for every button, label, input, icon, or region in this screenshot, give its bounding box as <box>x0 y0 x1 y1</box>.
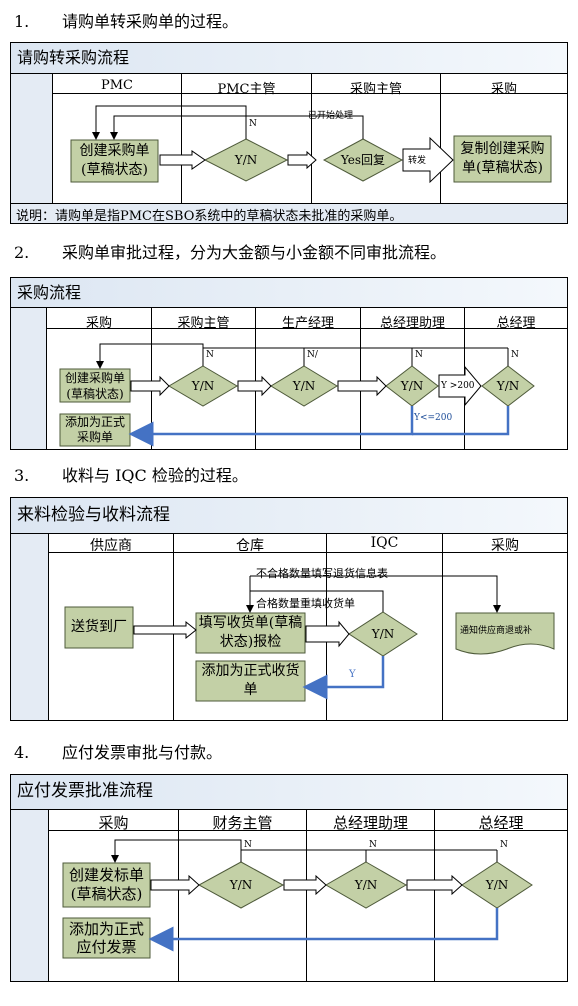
box-create-po: 创建采购单(草稿状态) <box>79 143 150 178</box>
doc-notify-supplier: 通知供应商退或补 <box>460 626 533 636</box>
loop-label-reject: 不合格数量填写退货信息表 <box>256 567 388 580</box>
n-label-1: N <box>244 840 252 850</box>
n-label-1: N <box>206 350 214 360</box>
decision-pmc: Y/N <box>234 153 258 167</box>
diagram-4-shapes <box>10 774 568 982</box>
lane-finance-supervisor: 财务主管 <box>212 814 273 832</box>
lane-general-manager: 总经理 <box>496 316 536 331</box>
lane-gm-assistant: 总经理助理 <box>379 316 445 331</box>
lane-purchase-supervisor: 采购主管 <box>177 316 230 331</box>
loop-label-started: 已开始处理 <box>308 111 354 121</box>
lane-pmc-supervisor: PMC主管 <box>217 82 276 97</box>
n-label-2: N/ <box>307 350 318 360</box>
label-under-200: Y<=200 <box>414 413 453 423</box>
diagram-3-shapes <box>10 497 568 721</box>
decision-general-manager: Y/N <box>485 878 509 892</box>
flow-diagram-1: 请购转采购流程 PMC PMC主管 采购主管 采购 创建采购单(草稿状态) Y/… <box>10 42 568 224</box>
diagram-4-title: 应付发票批准流程 <box>17 781 153 801</box>
lane-purchase: 采购 <box>98 814 129 832</box>
decision-general-manager: Y/N <box>496 379 520 393</box>
lane-purchase-supervisor: 采购主管 <box>349 82 402 97</box>
flow-diagram-2: 采购流程 采购 采购主管 生产经理 总经理助理 总经理 创建采购单(草稿状态) … <box>10 277 568 450</box>
lane-production-manager: 生产经理 <box>281 316 334 331</box>
n-label-4: N <box>511 350 519 360</box>
box-add-formal-invoice: 添加为正式应付发票 <box>68 920 144 956</box>
heading-3: 3.收料与 IQC 检验的过程。 <box>14 466 248 485</box>
heading-2: 2.采购单审批过程，分为大金额与小金额不同审批流程。 <box>14 243 447 262</box>
flow-diagram-4: 应付发票批准流程 采购 财务主管 总经理助理 总经理 创建发标单(草稿状态) 添… <box>10 774 568 982</box>
lane-warehouse: 仓库 <box>236 538 264 554</box>
diagram-1-shapes <box>10 42 568 224</box>
loop-label-accept: 合格数量重填收货单 <box>256 597 355 610</box>
box-create-po: 创建采购单(草稿状态) <box>64 371 125 401</box>
diagram-2-shapes <box>10 277 568 450</box>
decision-iqc: Y/N <box>371 627 395 641</box>
lane-purchase: 采购 <box>491 538 519 554</box>
y-label: Y <box>349 669 356 680</box>
box-copy-po: 复制创建采购单(草稿状态) <box>460 141 545 176</box>
n-label-3: N <box>415 350 423 360</box>
diagram-3-title: 来料检验与收料流程 <box>17 505 170 525</box>
box-fill-receipt: 填写收货单(草稿状态)报检 <box>198 615 303 650</box>
diagram-1-title: 请购转采购流程 <box>17 48 130 67</box>
n-label-2: N <box>369 840 377 850</box>
box-deliver: 送货到厂 <box>71 619 127 635</box>
box-add-formal-po: 添加为正式采购单 <box>64 415 125 444</box>
lane-purchase: 采购 <box>490 82 517 97</box>
diagram-1-note: 说明：请购单是指PMC在SBO系统中的草稿状态未批准的采购单。 <box>16 209 403 224</box>
arrow-label-forward: 转发 <box>408 156 427 166</box>
decision-production-manager: Y/N <box>292 379 316 393</box>
lane-pmc: PMC <box>100 78 133 93</box>
lane-general-manager: 总经理 <box>478 814 524 832</box>
decision-finance-supervisor: Y/N <box>229 878 253 892</box>
n-label-3: N <box>500 840 508 850</box>
lane-purchase: 采购 <box>85 316 112 331</box>
decision-gm-assistant: Y/N <box>400 379 424 393</box>
decision-purchase-reply: Yes回复 <box>340 153 386 167</box>
diagram-2-title: 采购流程 <box>17 283 82 302</box>
n-label: N <box>249 119 257 129</box>
flow-diagram-3: 来料检验与收料流程 供应商 仓库 IQC 采购 送货到厂 填写收货单(草稿状态)… <box>10 497 568 721</box>
lane-supplier: 供应商 <box>90 538 132 554</box>
lane-gm-assistant: 总经理助理 <box>332 814 408 832</box>
decision-purchase-supervisor: Y/N <box>191 379 215 393</box>
box-create-invoice: 创建发标单(草稿状态) <box>68 866 144 903</box>
heading-4: 4.应付发票审批与付款。 <box>14 743 223 762</box>
heading-1: 1.请购单转采购单的过程。 <box>14 12 239 31</box>
arrow-label-over-200: Y >200 <box>441 381 475 391</box>
lane-iqc: IQC <box>370 535 399 551</box>
box-add-formal-receipt: 添加为正式收货单 <box>201 663 300 698</box>
decision-gm-assistant: Y/N <box>354 878 378 892</box>
